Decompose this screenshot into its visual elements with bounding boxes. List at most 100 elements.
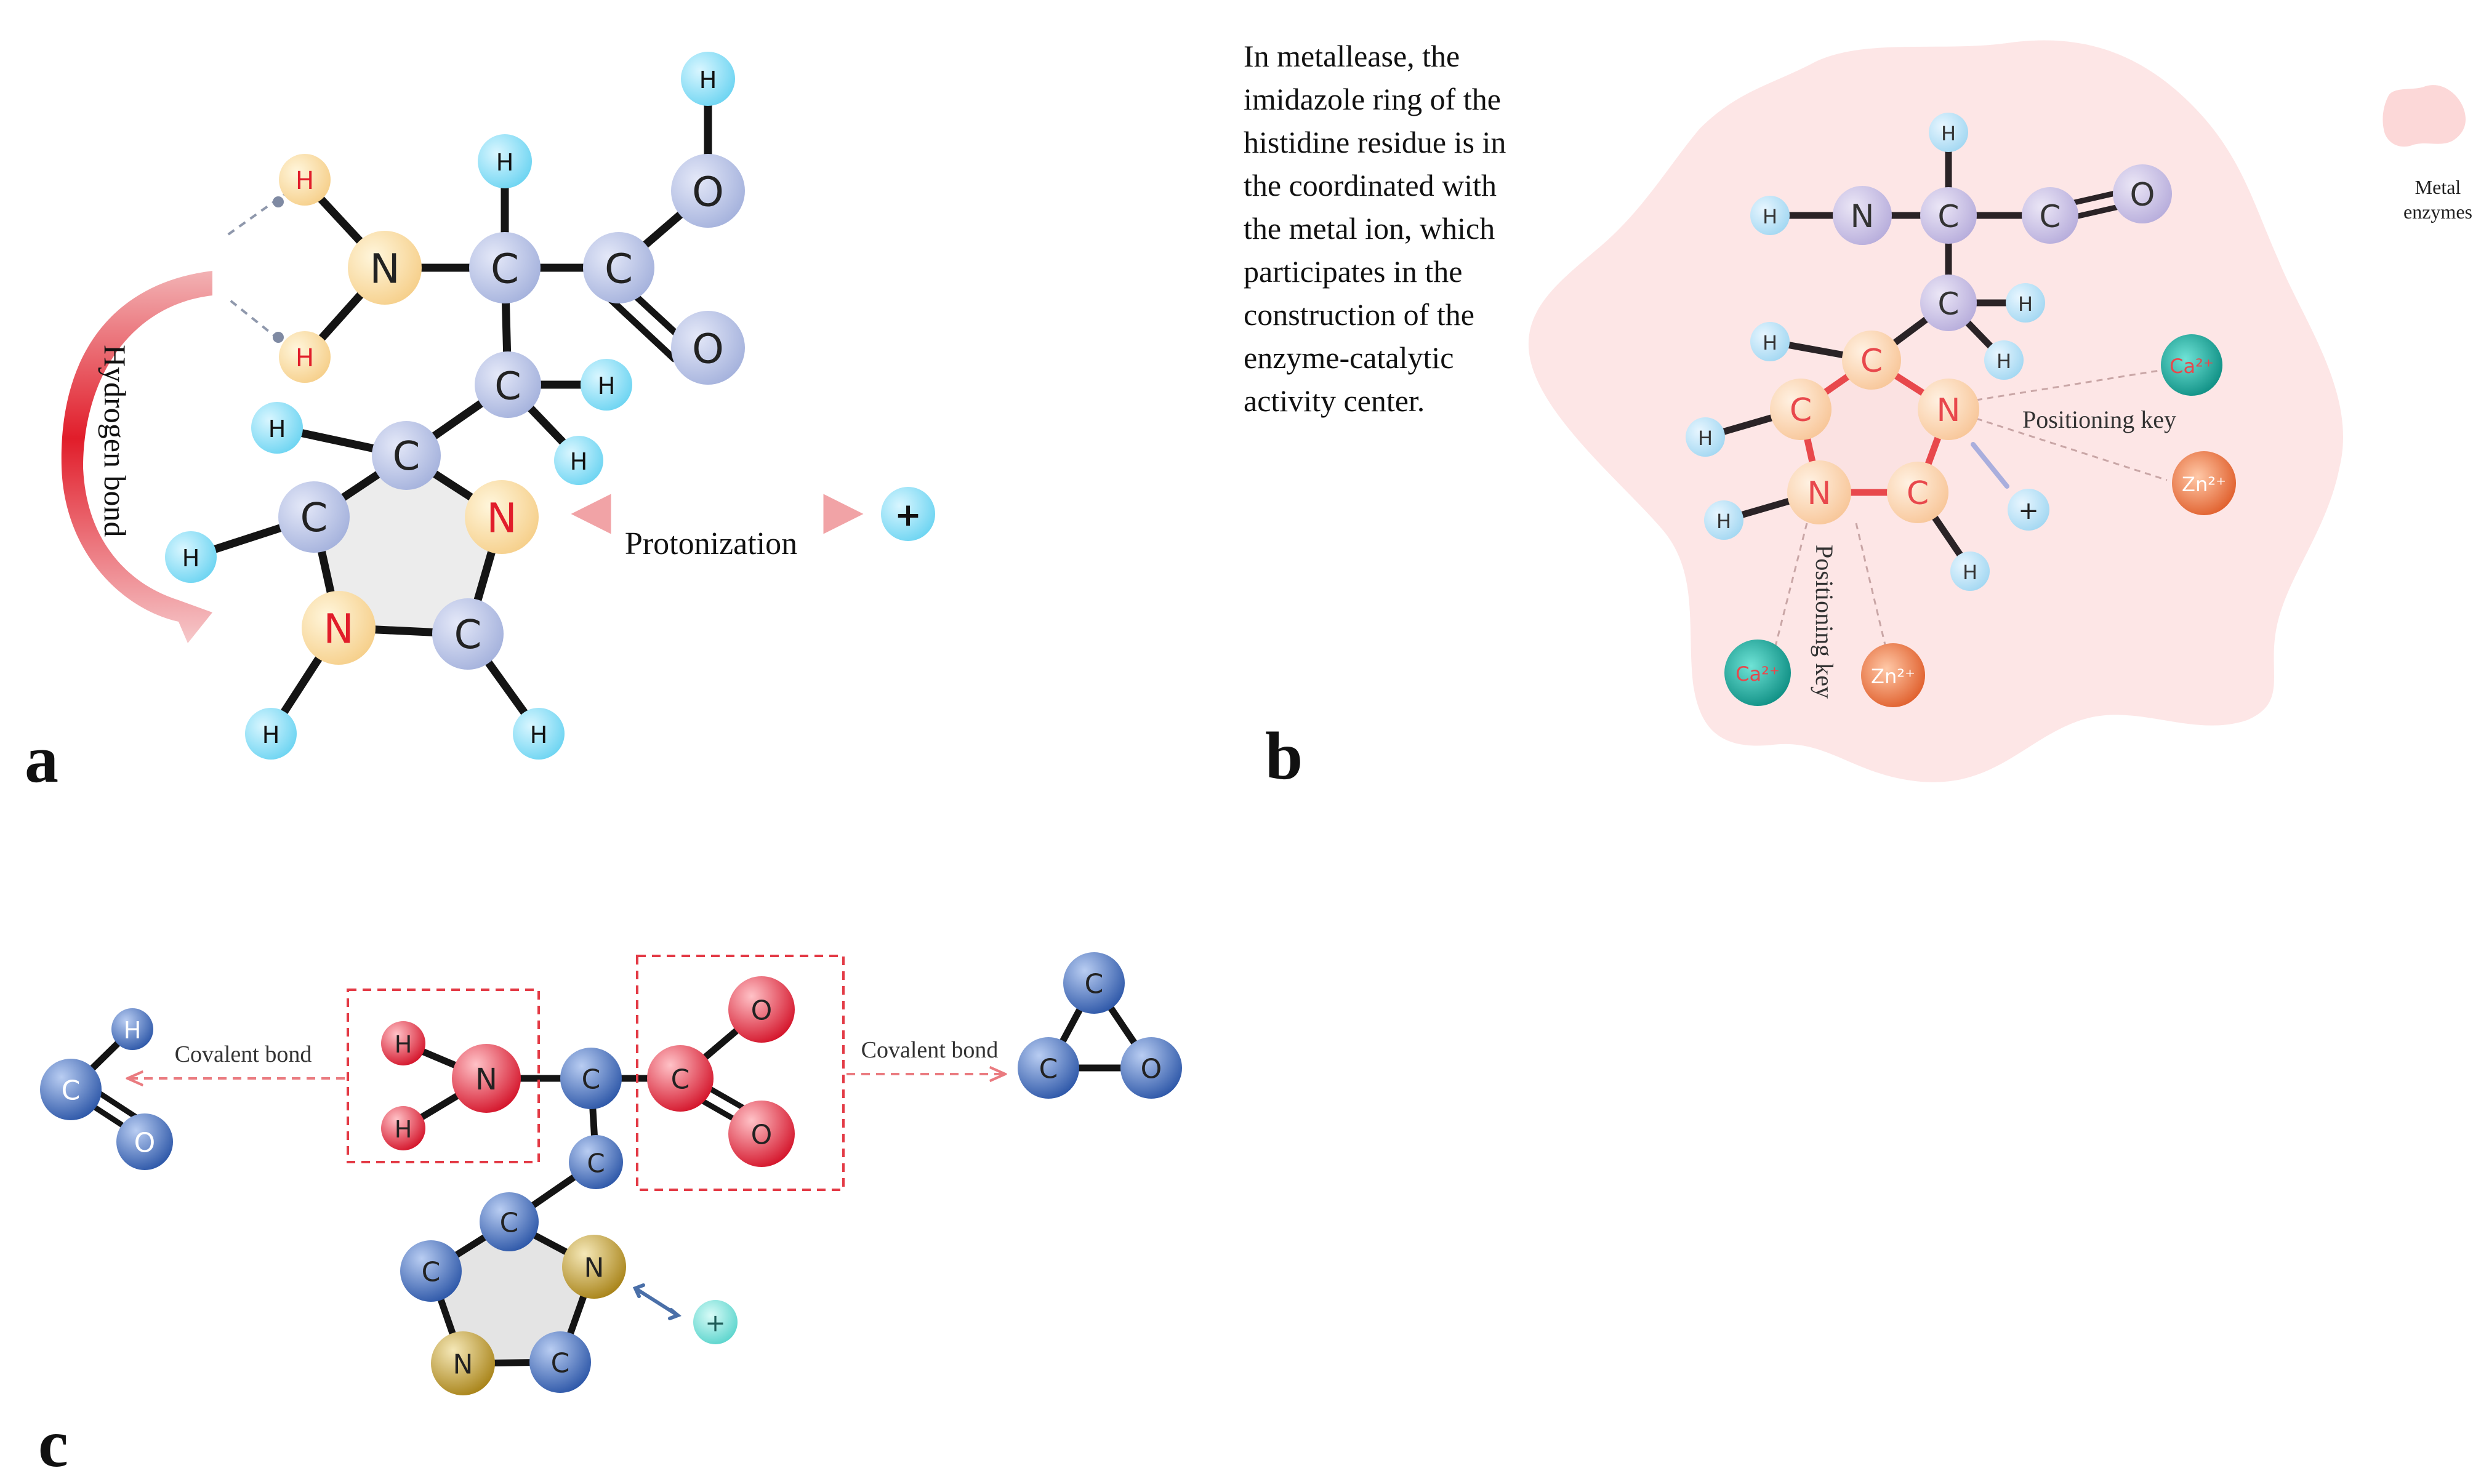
atom-label: H xyxy=(395,1031,412,1058)
atom-sphere xyxy=(1920,275,1977,331)
atom-sphere xyxy=(1984,340,2024,380)
zn-ion: Zn²⁺ xyxy=(1861,643,1925,707)
description-line: the coordinated with xyxy=(1244,168,1497,203)
atom-label: C xyxy=(500,1208,519,1239)
atom-label: N xyxy=(369,246,400,293)
atom-c-r1: C xyxy=(372,421,441,490)
positioning-key-right: Positioning key xyxy=(2022,406,2176,433)
positioning-lines xyxy=(1772,368,2168,656)
atom-sphere xyxy=(251,402,303,454)
atom-sphere xyxy=(381,1021,425,1065)
atom-label: O xyxy=(692,169,724,216)
proton-c: + xyxy=(693,1300,738,1344)
atom-label: C xyxy=(587,1149,605,1179)
atom-n-amine: N xyxy=(348,231,422,305)
atom-label: H xyxy=(1698,427,1713,450)
atom-label: H xyxy=(395,1116,412,1143)
hydrogen-bond-arrow xyxy=(61,271,212,643)
atom-sphere xyxy=(400,1240,462,1302)
atom-sphere xyxy=(529,1331,591,1393)
atom-sphere xyxy=(1018,1037,1079,1099)
atom-sphere xyxy=(278,481,350,553)
atom-h-b1: H xyxy=(581,359,632,411)
atom-sphere xyxy=(469,232,541,303)
atom-label: O xyxy=(751,1120,773,1151)
svg-text:+: + xyxy=(2018,497,2039,525)
description-line: participates in the xyxy=(1244,254,1462,289)
atom-label: C xyxy=(393,434,420,479)
atom-sphere xyxy=(348,231,422,305)
atom-label: H xyxy=(699,66,717,94)
atom-h-b2: H xyxy=(554,436,603,485)
description-line: enzyme-catalytic xyxy=(1244,340,1454,375)
atom-label: H xyxy=(296,344,314,372)
atom-sphere xyxy=(513,708,565,760)
svg-text:Ca²⁺: Ca²⁺ xyxy=(1735,662,1780,686)
atom-sphere xyxy=(1833,186,1892,245)
h-bond-dashes xyxy=(223,190,291,349)
atom-label: C xyxy=(300,495,328,541)
atom-sphere xyxy=(465,480,539,554)
atom-sphere xyxy=(1704,500,1743,540)
atom-h-alpha: H xyxy=(1929,113,1968,152)
atom-label: H xyxy=(182,545,200,572)
atom-label: H xyxy=(1763,331,1777,355)
atom-sphere xyxy=(1918,379,1979,440)
atom-sphere xyxy=(560,1048,622,1109)
atom-label: C xyxy=(1860,343,1883,380)
atom-sphere xyxy=(562,1235,626,1299)
atom-c-carb: C xyxy=(583,232,654,303)
atom-sphere xyxy=(381,1106,425,1150)
atom-label: H xyxy=(598,372,616,399)
atom-label: H xyxy=(530,721,548,748)
atom-h-n: H xyxy=(1750,196,1790,235)
atom-sphere xyxy=(671,311,745,385)
atom-label: H xyxy=(1996,350,2011,373)
atom-sphere xyxy=(480,1192,539,1251)
atom-label: C xyxy=(1907,475,1929,512)
atom-h-r3: H xyxy=(1686,417,1725,457)
atom-h-r5: H xyxy=(245,708,297,760)
atom-c-r5: C xyxy=(1887,462,1948,523)
atom-h-r5: H xyxy=(1950,551,1990,591)
panel-label-b: b xyxy=(1265,718,1303,793)
svg-text:Zn²⁺: Zn²⁺ xyxy=(1871,665,1915,688)
atom-sphere xyxy=(2022,187,2078,244)
atom-label: C xyxy=(1938,199,1960,235)
atom-label: H xyxy=(2018,292,2033,316)
atom-sphere xyxy=(1770,379,1832,440)
atom-sphere xyxy=(728,976,795,1043)
atom-label: C xyxy=(605,246,633,293)
atom-label: H xyxy=(1941,122,1956,145)
atom-c-beta: C xyxy=(1920,275,1977,331)
atom-sphere xyxy=(728,1101,795,1167)
atom-h-n1: H xyxy=(279,154,331,206)
atom-sphere xyxy=(1950,551,1990,591)
atom-label: O xyxy=(1141,1054,1162,1085)
atom-sphere xyxy=(554,436,603,485)
atom-sphere xyxy=(581,359,632,411)
amine-highlight-box xyxy=(347,989,540,1163)
atom-label: C xyxy=(582,1064,601,1096)
atom-o2: O xyxy=(728,1101,795,1167)
atom-label: C xyxy=(62,1075,81,1107)
atom-sphere xyxy=(1063,952,1125,1014)
atom-label: C xyxy=(2040,199,2061,235)
covalent-bond-label-right: Covalent bond xyxy=(861,1037,999,1063)
ca-ion: Ca²⁺ xyxy=(1724,640,1791,706)
atom-label: C xyxy=(454,612,482,658)
atom-label: H xyxy=(570,448,588,475)
atom-ep-o: O xyxy=(1120,1037,1182,1099)
atom-sphere xyxy=(302,591,376,665)
atom-sphere xyxy=(245,708,297,760)
atom-c-alpha: C xyxy=(1920,187,1977,244)
atom-label: H xyxy=(296,167,314,195)
atom-c-carb: C xyxy=(647,1045,714,1112)
atom-h-alpha: H xyxy=(478,134,532,188)
proton-link-b xyxy=(1971,442,2009,489)
atom-label: H xyxy=(1763,205,1777,228)
atom-label: N xyxy=(453,1349,473,1381)
atom-ald-c: C xyxy=(40,1059,102,1120)
